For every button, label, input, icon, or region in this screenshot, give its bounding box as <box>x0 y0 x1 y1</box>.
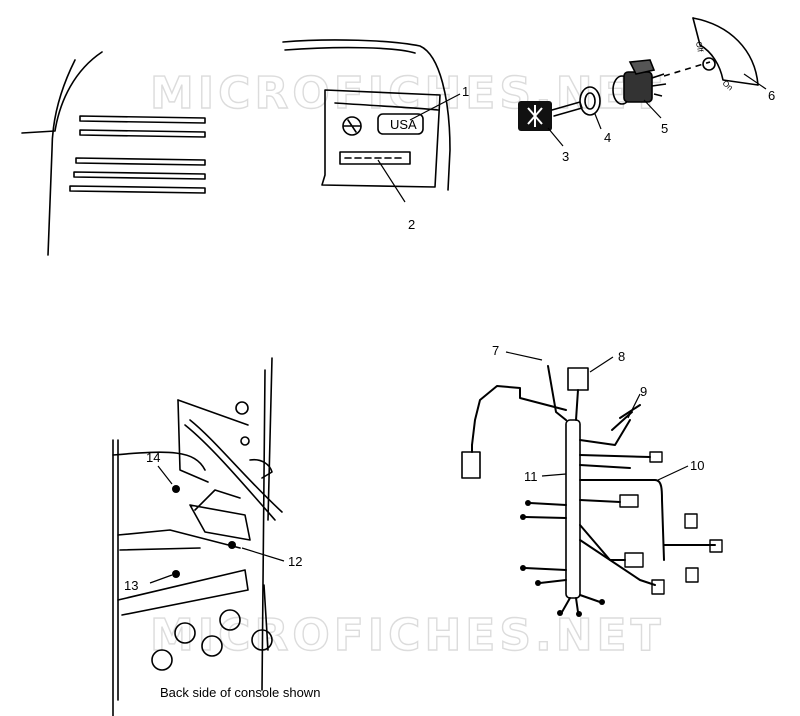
callout-9: 9 <box>640 384 647 399</box>
callout-1: 1 <box>462 84 469 99</box>
watermark-bottom: MICROFICHES.NET <box>150 610 665 661</box>
usa-plate-label: USA <box>390 117 417 132</box>
callout-6: 6 <box>768 88 775 103</box>
decal-off-text: Off <box>694 41 705 54</box>
callout-10: 10 <box>690 458 704 473</box>
callout-12: 12 <box>288 554 302 569</box>
screw-14-drawing <box>172 485 180 493</box>
console-back-drawing <box>112 357 283 716</box>
callout-8: 8 <box>618 349 625 364</box>
ignition-switch-drawing <box>612 59 711 105</box>
callout-3: 3 <box>562 149 569 164</box>
bottom-right-leaders <box>505 351 689 481</box>
callout-4: 4 <box>604 130 611 145</box>
switch-decal-drawing <box>692 17 759 86</box>
callout-14: 14 <box>146 450 160 465</box>
diagram-caption: Back side of console shown <box>160 685 321 700</box>
callout-2: 2 <box>408 217 415 232</box>
hood-vents-drawing <box>21 51 206 256</box>
callout-13: 13 <box>124 578 138 593</box>
callout-11: 11 <box>524 469 538 484</box>
rivet-13-drawing <box>172 570 180 578</box>
top-leader-lines <box>377 73 767 203</box>
callout-7: 7 <box>492 343 499 358</box>
clip-12-drawing <box>228 541 236 549</box>
bottom-left-leaders <box>149 465 285 584</box>
nut-drawing <box>579 86 601 116</box>
callout-5: 5 <box>661 121 668 136</box>
harness-connector-dots <box>520 500 605 617</box>
wiring-harness-drawing <box>461 365 723 613</box>
